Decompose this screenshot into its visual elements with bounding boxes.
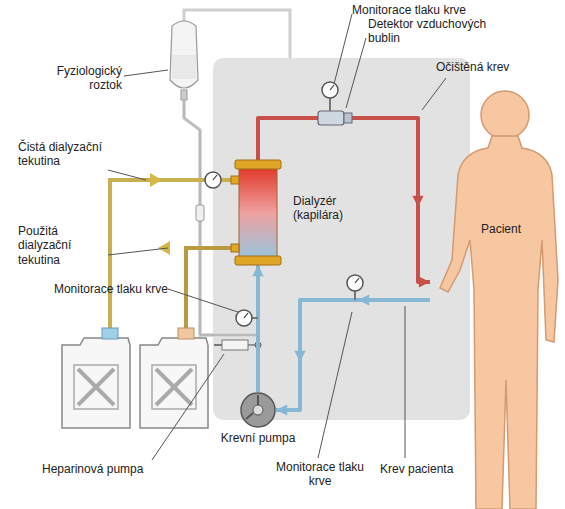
callout-label: Čistá dialyzační tekutina — [18, 140, 108, 169]
flow-arrowhead — [252, 265, 263, 276]
air-bubble-detector — [318, 111, 344, 125]
node-label: Krevní pumpa — [206, 431, 310, 445]
blood-tube — [258, 112, 430, 287]
callout-label: Fyziologický roztok — [30, 64, 122, 93]
callout-label: Očištěná krev — [436, 60, 546, 74]
callout-label: Monitorace tlaku krve — [352, 3, 502, 17]
drip-chamber — [196, 205, 204, 221]
dialyzer: Dialyzér (kapilára) — [233, 160, 283, 265]
machine-panel — [213, 58, 470, 420]
tube-line — [276, 300, 430, 410]
patient-figure-shape — [430, 80, 565, 509]
flow-arrowhead — [294, 351, 305, 362]
flow-arrowhead — [276, 404, 287, 415]
pressure-gauge — [205, 172, 221, 188]
flow-arrowhead — [419, 276, 430, 287]
blood-pump-shape — [240, 392, 276, 428]
clean-dialysate-tube — [110, 180, 233, 332]
tube-line — [258, 118, 430, 282]
saline-fluid — [172, 55, 196, 79]
blood-tube — [276, 294, 430, 415]
used-dialysate-tube — [186, 248, 233, 332]
tube-line — [256, 265, 260, 392]
pressure-gauge — [236, 310, 252, 326]
flow-arrow — [150, 173, 162, 187]
callout-label: Detektor vzduchových bublin — [368, 17, 496, 46]
node-label: Pacient — [465, 222, 537, 236]
callout-label: Heparinová pumpa — [42, 462, 162, 476]
hanger — [184, 10, 290, 58]
patient-figure: Pacient — [430, 80, 565, 509]
callout-label: Krev pacienta — [380, 462, 490, 476]
leader-lines — [108, 14, 446, 460]
flow-arrowhead — [412, 196, 423, 207]
canister — [140, 328, 208, 428]
callout-label: Monitorace tlaku krve — [10, 282, 168, 296]
pressure-gauge — [347, 275, 363, 291]
dialyzer-shape — [233, 160, 283, 265]
callout-label: Monitorace tlaku krve — [272, 460, 368, 489]
node-label: Dialyzér (kapilára) — [293, 194, 377, 223]
bag-port — [181, 90, 187, 100]
blood-pump: Krevní pumpa — [240, 392, 276, 428]
callout-label: Použitá dialyzační tekutina — [18, 224, 108, 267]
pressure-gauge — [322, 82, 338, 98]
flow-arrowhead — [358, 294, 369, 305]
saline-bag — [170, 21, 198, 88]
blood-tube — [252, 265, 263, 392]
canister — [62, 328, 130, 428]
heparin-syringe — [214, 340, 261, 350]
